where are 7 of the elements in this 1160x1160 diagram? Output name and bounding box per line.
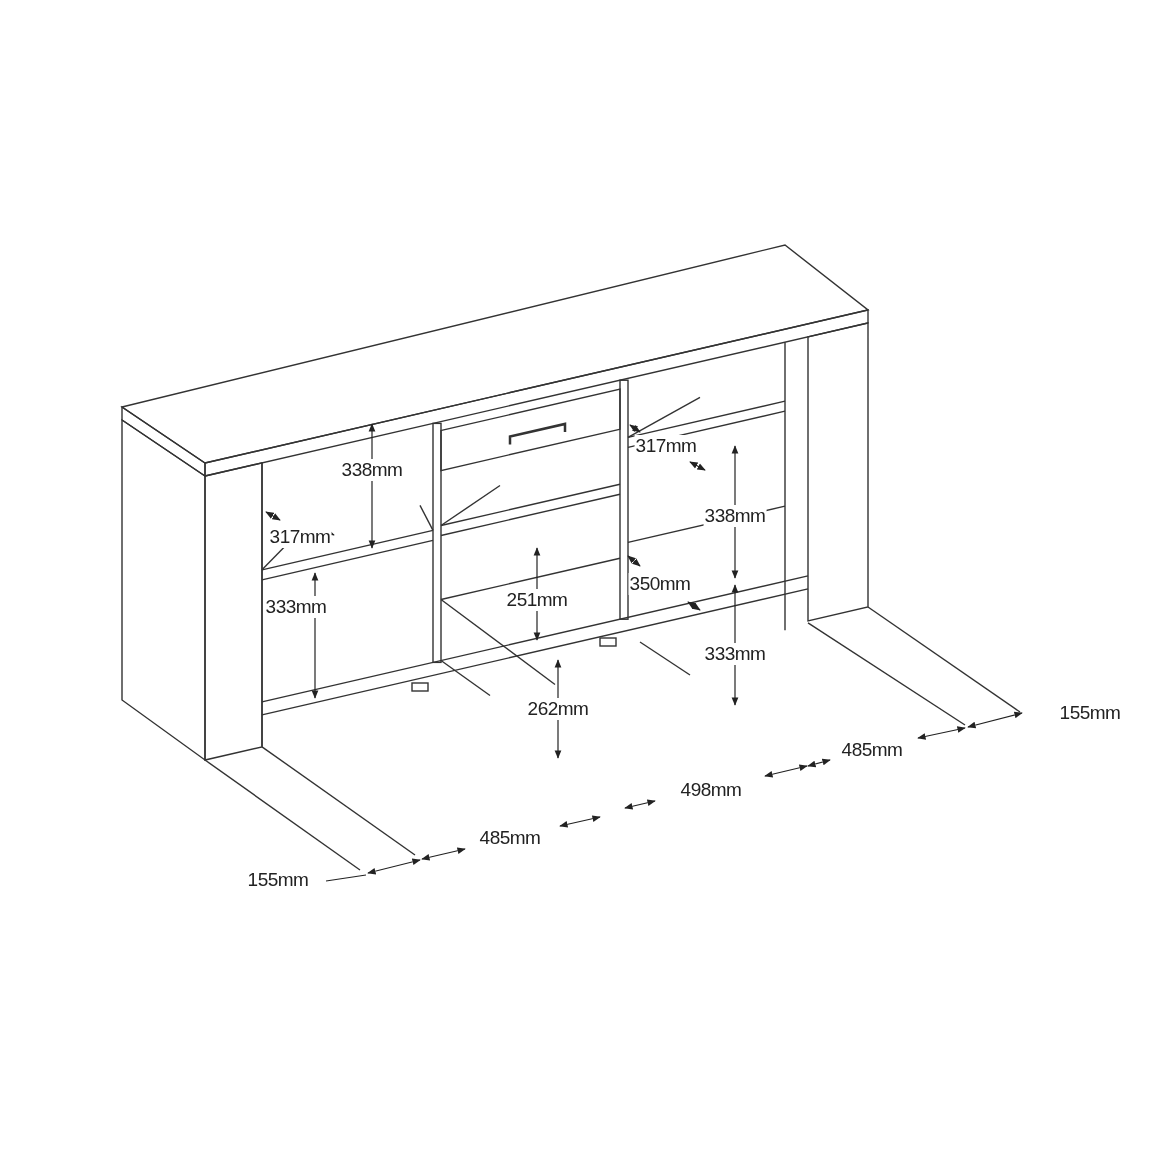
dimension-label: 262mm <box>526 698 590 720</box>
dimension-label: 333mm <box>264 596 328 618</box>
dimension-label: 251mm <box>505 589 569 611</box>
dimension-label: 338mm <box>340 459 404 481</box>
dimension-label: 333mm <box>703 643 767 665</box>
dimension-label: 338mm <box>703 505 767 527</box>
dimension-label: 317mm <box>268 526 332 548</box>
